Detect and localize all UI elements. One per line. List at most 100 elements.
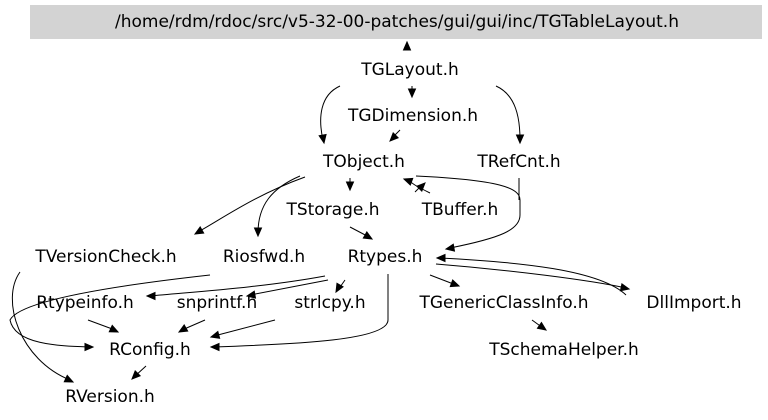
node-label: DllImport.h (646, 293, 741, 313)
node-root[interactable]: /home/rdm/rdoc/src/v5-32-00-patches/gui/… (30, 5, 762, 39)
node-rtypes[interactable]: Rtypes.h (348, 247, 423, 267)
root-node-box (30, 5, 762, 39)
edge-tstorage-to-rtypes (349, 226, 374, 240)
node-tschemahelper[interactable]: TSchemaHelper.h (488, 340, 639, 360)
edge-tgdimension-to-tobject (389, 129, 401, 142)
edge-rtypes-to-snprintf (245, 279, 329, 299)
node-label: TGDimension.h (347, 106, 478, 126)
edge-dllimport-to-rtypes (435, 253, 627, 296)
edge-arrowhead (402, 177, 414, 186)
edge-arrowhead (318, 133, 327, 145)
edge-arrowhead (108, 324, 120, 333)
edge-line (495, 85, 521, 141)
edge-rconfig-to-rversion (131, 365, 147, 380)
edge-tglayout-to-trefcnt (495, 85, 525, 145)
node-tgdimension[interactable]: TGDimension.h (347, 106, 478, 126)
node-label: TVersionCheck.h (34, 247, 176, 267)
node-tglayout[interactable]: TGLayout.h (360, 60, 459, 80)
node-rtypeinfo[interactable]: Rtypeinfo.h (36, 293, 134, 313)
node-label: Rtypes.h (348, 247, 423, 267)
node-rversion[interactable]: RVersion.h (65, 387, 155, 407)
edge-arrowhead (435, 253, 446, 263)
node-rconfig[interactable]: RConfig.h (109, 340, 191, 360)
edge-line (415, 175, 521, 249)
edge-arrowhead (193, 226, 205, 235)
edge-root-to-tglayout (402, 40, 412, 51)
edge-arrowhead (177, 324, 189, 333)
node-label: Rtypeinfo.h (36, 293, 134, 313)
node-tstorage[interactable]: TStorage.h (285, 200, 379, 220)
edge-rtypes-to-rconfig (209, 274, 389, 352)
node-tversioncheck[interactable]: TVersionCheck.h (34, 247, 176, 267)
edge-arrowhead (449, 279, 461, 288)
edge-tobject-to-tversioncheck (193, 176, 306, 235)
node-label: TGenericClassInfo.h (418, 293, 588, 313)
edge-arrowhead (209, 330, 221, 339)
node-label: RConfig.h (109, 340, 191, 360)
edge-tglayout-to-tobject (318, 85, 341, 145)
edge-rtypes-to-tgenericclassinfo (429, 274, 461, 288)
node-label: Riosfwd.h (223, 247, 305, 267)
edge-arrowhead (253, 227, 263, 238)
edge-arrowhead (619, 283, 631, 292)
node-strlcpy[interactable]: strlcpy.h (294, 293, 365, 313)
node-label: TRefCnt.h (476, 152, 560, 172)
node-label: TSchemaHelper.h (488, 340, 639, 360)
edge-arrowhead (209, 342, 220, 352)
edge-arrowhead (515, 134, 525, 145)
edge-arrowhead (335, 282, 344, 294)
edge-tobject-to-tstorage (345, 178, 355, 192)
edge-arrowhead (345, 181, 355, 192)
edge-line (213, 319, 276, 337)
edge-line (11, 271, 71, 381)
node-label: TStorage.h (285, 200, 379, 220)
edge-arrowhead (415, 182, 426, 193)
edge-tobject-to-rtypes (415, 175, 521, 252)
node-label: TObject.h (322, 152, 405, 172)
node-tgenericclassinfo[interactable]: TGenericClassInfo.h (418, 293, 588, 313)
node-label: TGLayout.h (360, 60, 459, 80)
node-riosfwd[interactable]: Riosfwd.h (223, 247, 305, 267)
nodes-layer: /home/rdm/rdoc/src/v5-32-00-patches/gui/… (30, 5, 762, 407)
edge-arrowhead (245, 290, 257, 299)
edge-arrowhead (63, 374, 75, 383)
edge-arrowhead (536, 321, 548, 331)
edge-line (439, 257, 627, 296)
edge-strlcpy-to-rconfig (209, 319, 276, 339)
node-label: snprintf.h (177, 293, 258, 313)
node-trefcnt[interactable]: TRefCnt.h (476, 152, 560, 172)
edge-rtypeinfo-to-rconfig (87, 319, 120, 333)
edge-line (197, 176, 306, 233)
edge-arrowhead (389, 131, 400, 142)
node-label: TBuffer.h (421, 200, 499, 220)
edge-line (320, 85, 341, 141)
edge-arrowhead (131, 369, 142, 380)
edge-riosfwd-to-rconfig (9, 274, 211, 352)
node-tbuffer[interactable]: TBuffer.h (421, 200, 499, 220)
node-label: RVersion.h (65, 387, 155, 407)
edge-arrowhead (145, 291, 156, 301)
node-tobject[interactable]: TObject.h (322, 152, 405, 172)
edge-arrowhead (444, 243, 456, 252)
node-snprintf[interactable]: snprintf.h (177, 293, 258, 313)
edge-tobject-to-riosfwd (253, 175, 301, 238)
edge-line (257, 175, 301, 234)
node-label: /home/rdm/rdoc/src/v5-32-00-patches/gui/… (115, 12, 679, 32)
edge-arrowhead (84, 342, 95, 352)
edge-line (213, 274, 389, 348)
edge-line (149, 275, 326, 297)
edges-layer (9, 40, 631, 383)
edge-line (249, 279, 329, 296)
edge-rtypes-to-rtypeinfo (145, 275, 326, 301)
edge-tbuffer-to-tobject (414, 182, 426, 193)
edge-arrowhead (362, 231, 374, 240)
edge-arrowhead (402, 40, 412, 51)
edge-tgenericclassinfo-to-tschemahelper (531, 319, 548, 331)
edge-arrowhead (407, 88, 417, 99)
node-dllimport[interactable]: DllImport.h (646, 293, 741, 313)
edge-tglayout-to-tgdimension (407, 86, 417, 99)
edge-rtypes-to-strlcpy (335, 279, 346, 294)
node-label: strlcpy.h (294, 293, 365, 313)
